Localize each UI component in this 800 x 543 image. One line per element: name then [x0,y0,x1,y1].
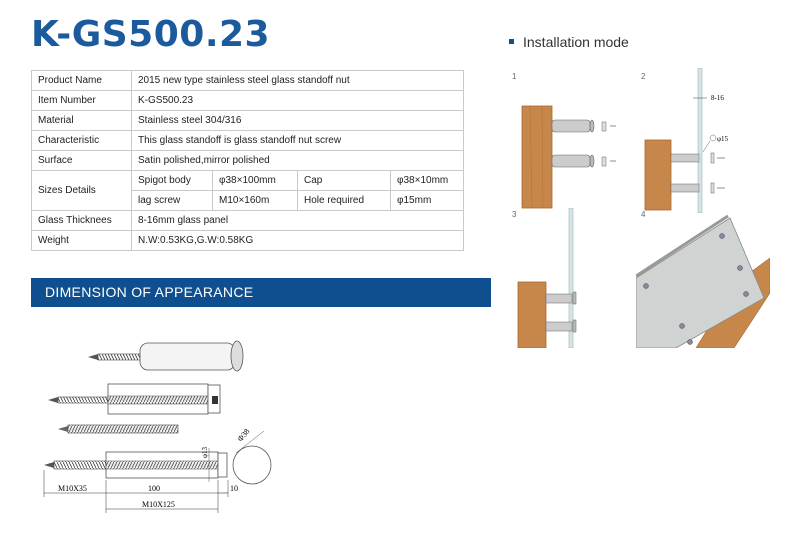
spec-label: Material [31,110,132,131]
spec-label: Item Number [31,90,132,111]
dim-m10x125: M10X125 [142,500,175,509]
spec-label: Glass Thicknees [31,210,132,231]
table-row: Weight N.W:0.53KG,G.W:0.58KG [31,230,464,251]
step-number: 2 [641,72,646,81]
install-step-4 [636,214,770,348]
spec-value: Stainless steel 304/316 [131,110,464,131]
spec-table: Product Name 2015 new type stainless ste… [31,70,464,251]
dim-10: 10 [230,484,238,493]
size-cell: lag screw [131,190,213,211]
dimension-heading-bar: DIMENSION OF APPEARANCE [31,278,491,307]
size-cell: Cap [297,170,391,191]
spec-value: Satin polished,mirror polished [131,150,464,171]
step-number: 4 [641,210,646,219]
step-number: 1 [512,72,517,81]
spec-value: This glass standoff is glass standoff nu… [131,130,464,151]
step-number: 3 [512,210,517,219]
installation-heading: Installation mode [509,34,629,50]
size-cell: Spigot body [131,170,213,191]
spec-value: 2015 new type stainless steel glass stan… [131,70,464,91]
spigot-body-with-screw [48,383,221,415]
size-cell: M10×160m [212,190,298,211]
spec-value: K-GS500.23 [131,90,464,111]
size-cell: φ15mm [390,190,464,211]
spec-value: 8-16mm glass panel [131,210,464,231]
glass-range-label: 8-16 [711,94,724,102]
spec-label: Sizes Details [31,170,132,211]
table-row: lag screw M10×160m Hole required φ15mm [32,190,464,211]
spec-label: Characteristic [31,130,132,151]
table-row: Item Number K-GS500.23 [31,90,464,111]
table-row: Glass Thicknees 8-16mm glass panel [31,210,464,231]
dimension-heading: DIMENSION OF APPEARANCE [45,284,254,300]
spec-value: N.W:0.53KG,G.W:0.58KG [131,230,464,251]
dim-m10x35: M10X35 [58,484,87,493]
assembled-standoff [88,340,244,372]
dim-dia38: Φ38 [236,427,252,443]
spec-label: Product Name [31,70,132,91]
dimension-drawing: M10X35 100 10 M10X125 φ13 Φ38 [43,340,272,513]
table-row: Material Stainless steel 304/316 [31,110,464,131]
install-step-1 [521,105,616,209]
table-row: Characteristic This glass standoff is gl… [31,130,464,151]
table-row: Surface Satin polished,mirror polished [31,150,464,171]
spec-label: Surface [31,150,132,171]
install-step-2: 8-16 φ15 [644,68,729,213]
install-step-3 [517,208,577,348]
table-row: Product Name 2015 new type stainless ste… [31,70,464,91]
product-title: K-GS500.23 [31,14,271,55]
size-cell: Hole required [297,190,391,211]
bullet-icon [509,38,514,44]
installation-heading-text: Installation mode [523,34,629,50]
dim-100: 100 [148,484,160,493]
lag-screw [58,424,179,434]
table-row: Sizes Details Spigot body φ38×100mm Cap … [31,170,464,211]
dim-dia13: φ13 [201,446,209,458]
hole-label: φ15 [717,135,729,143]
dimensioned-standoff [43,430,272,513]
spec-label: Weight [31,230,132,251]
size-cell: φ38×100mm [212,170,298,191]
size-cell: φ38×10mm [390,170,464,191]
